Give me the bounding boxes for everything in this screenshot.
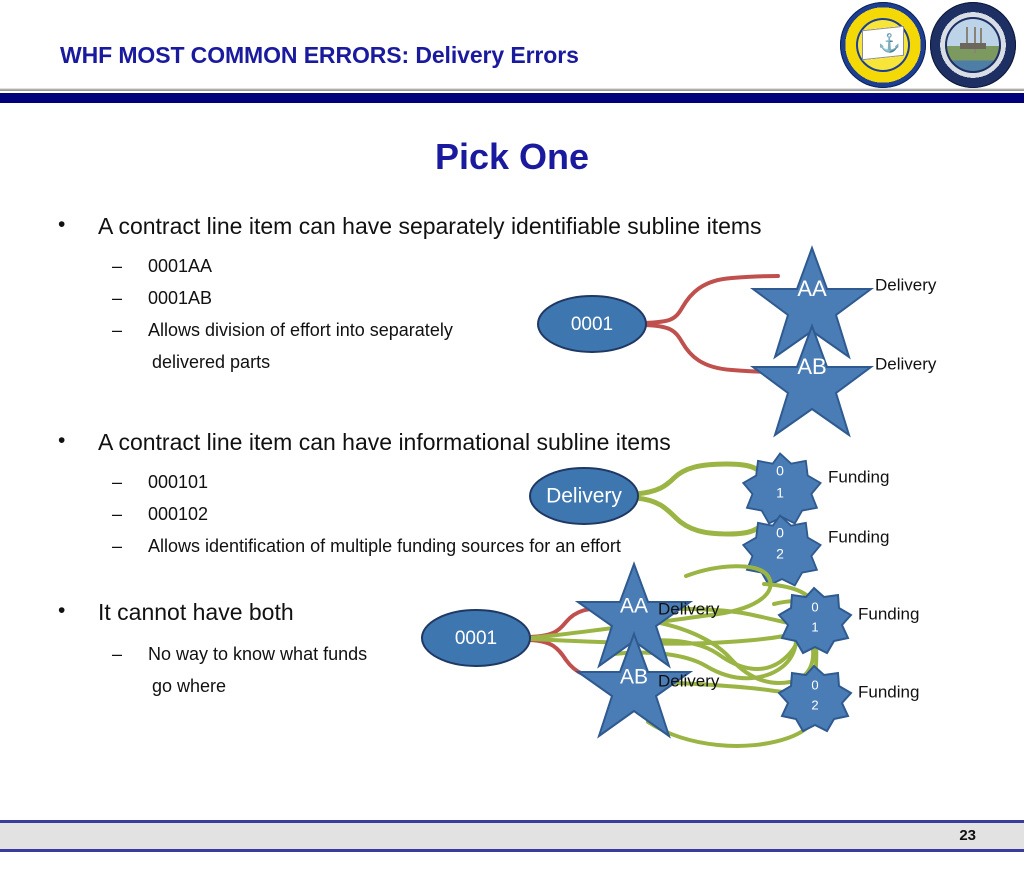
bullet-continuation: go where bbox=[152, 676, 227, 696]
diagram-separately-identifiable: 0001 AA Delivery AB Delivery bbox=[520, 245, 937, 438]
diagram-cannot-have-both: 0001 AA Delivery AB Delivery 0 1 Funding… bbox=[418, 561, 948, 767]
connector-root-to-aa bbox=[643, 274, 780, 325]
label-funding-02: Funding bbox=[828, 527, 889, 546]
header-rule-navy bbox=[0, 93, 1024, 103]
connector-green-1 bbox=[528, 564, 773, 640]
connector-root-to-ab bbox=[643, 323, 780, 374]
section-separately-identifiable: A contract line item can have separately… bbox=[48, 211, 762, 378]
bullet-level1: A contract line item can have separately… bbox=[48, 211, 762, 240]
node-root-label: 0001 bbox=[571, 314, 613, 335]
label-delivery-aa: Delivery bbox=[658, 599, 720, 618]
sailing-ship-icon bbox=[957, 27, 989, 53]
node-root-label: Delivery bbox=[546, 485, 622, 508]
bullet-level1: A contract line item can have informatio… bbox=[48, 427, 671, 456]
bullet-level2: Allows identification of multiple fundin… bbox=[48, 530, 671, 562]
connector-green-6 bbox=[638, 618, 816, 685]
bullet-level2: No way to know what funds bbox=[48, 638, 367, 670]
bullet-level2: 0001AA bbox=[48, 250, 762, 282]
node-star8-02-label-top: 0 bbox=[776, 525, 784, 541]
node-root-label: 0001 bbox=[455, 628, 497, 649]
section-informational: A contract line item can have informatio… bbox=[48, 427, 671, 562]
node-star8-02-label-bottom: 2 bbox=[776, 546, 784, 562]
node-star8-01-label-bottom: 1 bbox=[776, 485, 784, 501]
don-seal-inner bbox=[945, 17, 1001, 73]
bullet-continuation: delivered parts bbox=[152, 352, 271, 372]
node-star8-01-label-bottom: 1 bbox=[811, 619, 818, 634]
node-star8-02-label-top: 0 bbox=[811, 677, 818, 692]
page-number: 23 bbox=[959, 827, 976, 844]
connector-delivery-to-01 bbox=[633, 461, 761, 497]
node-star-ab-label: AB bbox=[797, 354, 826, 379]
diagram-informational: Delivery 0 1 Funding 0 2 Funding bbox=[528, 452, 928, 587]
header-title: WHF MOST COMMON ERRORS: Delivery Errors bbox=[60, 42, 579, 68]
department-of-the-navy-seal bbox=[930, 2, 1016, 88]
page-title: Pick One bbox=[434, 136, 590, 177]
slide-header: WHF MOST COMMON ERRORS: Delivery Errors … bbox=[0, 0, 1024, 88]
node-star-aa-label: AA bbox=[797, 276, 827, 301]
asn-rda-seal: ⚓ bbox=[840, 2, 926, 88]
label-funding-02: Funding bbox=[858, 682, 919, 701]
node-star8-02: 0 2 bbox=[741, 514, 822, 587]
node-root-delivery: Delivery bbox=[529, 467, 639, 525]
section-cannot-have-both: It cannot have both No way to know what … bbox=[48, 597, 367, 702]
node-star8-01: 0 1 bbox=[741, 452, 822, 525]
node-star-ab: AB bbox=[574, 631, 694, 739]
node-star8-02-label-bottom: 2 bbox=[811, 697, 818, 712]
bullet-level1: It cannot have both bbox=[48, 597, 367, 626]
label-funding-01: Funding bbox=[828, 467, 889, 486]
bullet-level2: 0001AB bbox=[48, 282, 762, 314]
node-root-0001: 0001 bbox=[537, 295, 647, 353]
node-star8-01-label-top: 0 bbox=[811, 599, 818, 614]
seal-group: ⚓ bbox=[840, 2, 1016, 88]
connector-delivery-to-02 bbox=[633, 495, 761, 537]
label-delivery-ab: Delivery bbox=[875, 354, 937, 373]
anchor-icon: ⚓ bbox=[878, 33, 901, 53]
bullet-level2: Allows division of effort into separatel… bbox=[48, 314, 762, 346]
node-star8-01: 0 1 bbox=[777, 586, 853, 655]
label-delivery-ab: Delivery bbox=[658, 671, 720, 690]
bullet-level2: 000102 bbox=[48, 498, 671, 530]
node-root-0001: 0001 bbox=[421, 609, 531, 667]
node-star8-02: 0 2 bbox=[777, 664, 853, 733]
node-star8-01-label-top: 0 bbox=[776, 463, 784, 479]
label-funding-01: Funding bbox=[858, 604, 919, 623]
footer-bar bbox=[0, 820, 1024, 852]
bullet-level2: 000101 bbox=[48, 466, 671, 498]
node-star-ab: AB bbox=[749, 323, 875, 438]
label-delivery-aa: Delivery bbox=[875, 275, 937, 294]
node-star-aa-label: AA bbox=[620, 595, 648, 618]
node-star-ab-label: AB bbox=[620, 666, 648, 689]
header-rule-gray bbox=[0, 88, 1024, 91]
